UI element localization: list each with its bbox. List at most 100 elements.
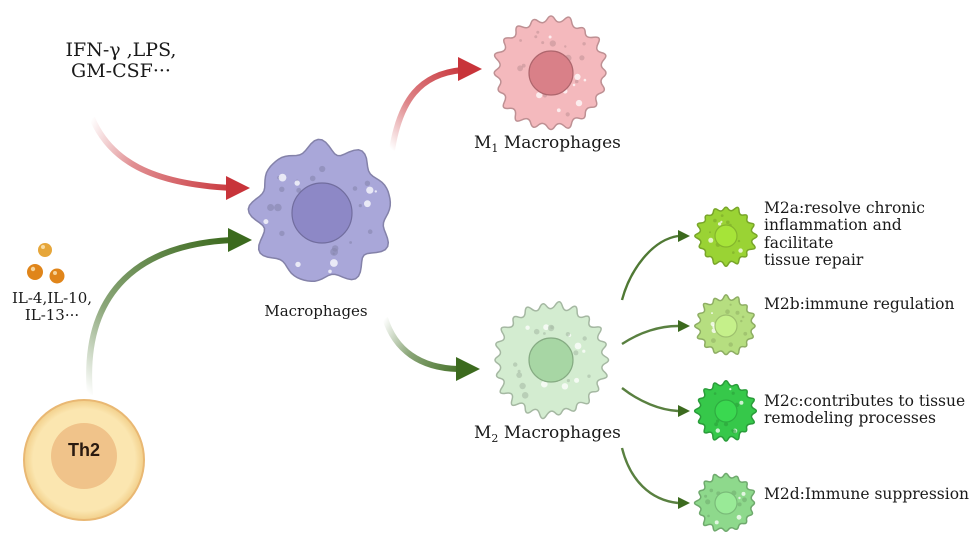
m2-macrophage-cell-icon-granule [521, 392, 529, 399]
m2-macrophage-cell-icon-granule [525, 325, 530, 330]
m1-macrophage-cell-icon-granule [521, 63, 526, 68]
m2a-description: M2a:resolve chronic inflammation and fac… [764, 199, 974, 269]
m1-macrophage-cell-icon-granule [536, 92, 543, 99]
m2c-line: remodeling processes [764, 409, 937, 428]
m2c-cell-icon-granule [731, 429, 734, 432]
m2-macrophage-cell-icon-granule [533, 328, 540, 335]
m1-macrophage-cell-icon-granule [565, 112, 570, 117]
m2c-cell-icon-nucleus [714, 399, 738, 423]
m1-macrophage-cell-icon-granule [564, 45, 567, 48]
macrophage-cell-icon-granule [349, 241, 352, 244]
m2-macrophage-cell-icon-granule [541, 380, 548, 388]
m2d-cell-icon-granule [705, 499, 711, 505]
macrophage-cell-icon-granule [274, 203, 282, 212]
m2-macrophage-cell-icon-granule [566, 379, 571, 383]
macrophage-cell-icon-granule [294, 180, 300, 186]
m2b-cell-icon-granule [729, 303, 732, 306]
macrophage-cell-icon-granule [296, 187, 302, 193]
m2a-cell-icon-granule [713, 218, 717, 223]
m1-stimuli-label: IFN-γ ,LPS, GM-CSF··· [36, 39, 206, 83]
m2a-cell-icon-granule [709, 231, 711, 234]
macrophage-cell-icon-granule [332, 252, 335, 255]
m2-stimuli-line-2: IL-13··· [24, 305, 80, 324]
m2c-line: M2c:contributes to tissue [764, 392, 966, 410]
m1-macrophage-label: M1 Macrophages [474, 133, 644, 155]
m2a-cell-icon-granule [717, 222, 722, 226]
m1-macrophage-cell-icon-granule [517, 65, 523, 72]
m2c-cell-icon-granule [715, 428, 720, 433]
macrophage-cell-icon-granule [366, 186, 374, 194]
m1-macrophage-cell-icon-granule [572, 83, 576, 87]
m2-suffix: Macrophages [498, 423, 621, 443]
m2d-line: M2d:Immune suppression [764, 485, 970, 503]
m1-macrophage-cell-icon-granule [534, 35, 538, 39]
macrophage-cell-icon-nucleus [291, 182, 353, 244]
m2-macrophage-cell-icon-nucleus [528, 337, 574, 383]
m2a-cell-icon-granule [737, 239, 741, 243]
m1-suffix: Macrophages [498, 133, 621, 153]
m2-macrophage-cell-icon-granule [587, 374, 591, 378]
m1-macrophage-cell-icon-granule [582, 42, 586, 46]
m2d-cell-icon-granule [709, 488, 714, 493]
m2c-cell-icon [693, 379, 758, 442]
branch-arrows-m2-subtypes [620, 230, 690, 509]
m2b-cell-icon-granule [735, 310, 740, 315]
m2d-cell-icon-nucleus [714, 491, 738, 515]
m1-macrophage-cell-icon-nucleus [528, 50, 574, 96]
m2c-cell-icon-granule [739, 400, 744, 405]
m2d-cell-icon-granule [707, 514, 710, 518]
m2b-cell-icon-granule [743, 331, 748, 336]
m2a-cell-icon-nucleus [714, 224, 738, 248]
macrophage-cell-icon-granule [352, 186, 358, 191]
arrow-th2-to-macrophage [86, 228, 252, 396]
m2a-line: inflammation and facilitate [764, 216, 902, 252]
macrophage-cell-icon-granule [364, 200, 371, 208]
m2c-cell-icon-granule [723, 422, 729, 427]
arrow-stimuli-to-macrophage [89, 116, 250, 200]
m1-macrophage-cell-icon-granule [574, 79, 579, 84]
m1-stimuli-line-1: IFN-γ ,LPS, [65, 39, 177, 61]
m2c-cell-icon-granule [713, 392, 717, 395]
m2c-cell-icon-granule [716, 419, 720, 423]
m2-macrophage-cell-icon-granule [574, 377, 580, 383]
macrophage-cell-icon-granule [367, 229, 373, 234]
m2a-cell-icon-granule [738, 248, 743, 253]
m2d-cell-icon-granule [704, 494, 708, 498]
macrophage-cell-icon-granule [358, 204, 362, 208]
m1-macrophage-cell-icon-granule [583, 78, 587, 82]
m2b-cell-icon [694, 294, 756, 356]
m2d-cell-icon [693, 472, 756, 533]
m2-macrophage-cell-icon-granule [582, 349, 586, 353]
m2c-cell-icon-granule [714, 422, 718, 427]
m2-macrophage-cell-icon-granule [516, 372, 523, 378]
m2-macrophage-cell-icon-granule [519, 382, 526, 390]
m1-subscript: 1 [491, 142, 499, 155]
m2-macrophage-cell-icon-granule [561, 383, 569, 390]
m2b-cell-icon-nucleus [714, 314, 738, 338]
m2a-cell-icon-granule [720, 220, 723, 223]
m2-macrophage-cell-icon-granule [565, 332, 571, 337]
macrophage-cell-icon-granule [309, 175, 316, 182]
m2c-cell-icon-granule [731, 391, 735, 395]
m1-macrophage-cell-icon-granule [575, 99, 583, 107]
m2-stimuli-label: IL-4,IL-10, IL-13··· [0, 290, 104, 324]
m2-macrophage-cell-icon-granule [543, 332, 546, 335]
m2-prefix: M [474, 423, 492, 443]
th2-label: Th2 [67, 440, 100, 460]
macrophage-label: Macrophages [264, 302, 368, 320]
m1-macrophage-cell-icon-granule [574, 73, 581, 80]
m2b-description: M2b:immune regulation [764, 295, 974, 313]
m2a-cell-icon-granule [726, 220, 730, 225]
m2d-cell-icon-granule [742, 497, 747, 503]
m2-macrophage-cell-icon-granule [582, 336, 587, 341]
m2b-cell-icon-granule [725, 309, 730, 315]
m2-macrophage-cell-icon-granule [574, 342, 582, 350]
macrophage-cell-icon-granule [267, 204, 275, 211]
m1-macrophage-cell-icon-granule [519, 39, 522, 42]
arrow-macrophage-to-m2 [382, 317, 480, 381]
cell-layer [247, 15, 758, 533]
m2b-cell-icon-granule [711, 312, 713, 315]
m2a-cell-icon-granule [708, 237, 714, 243]
m1-macrophage-cell-icon-granule [556, 108, 561, 113]
